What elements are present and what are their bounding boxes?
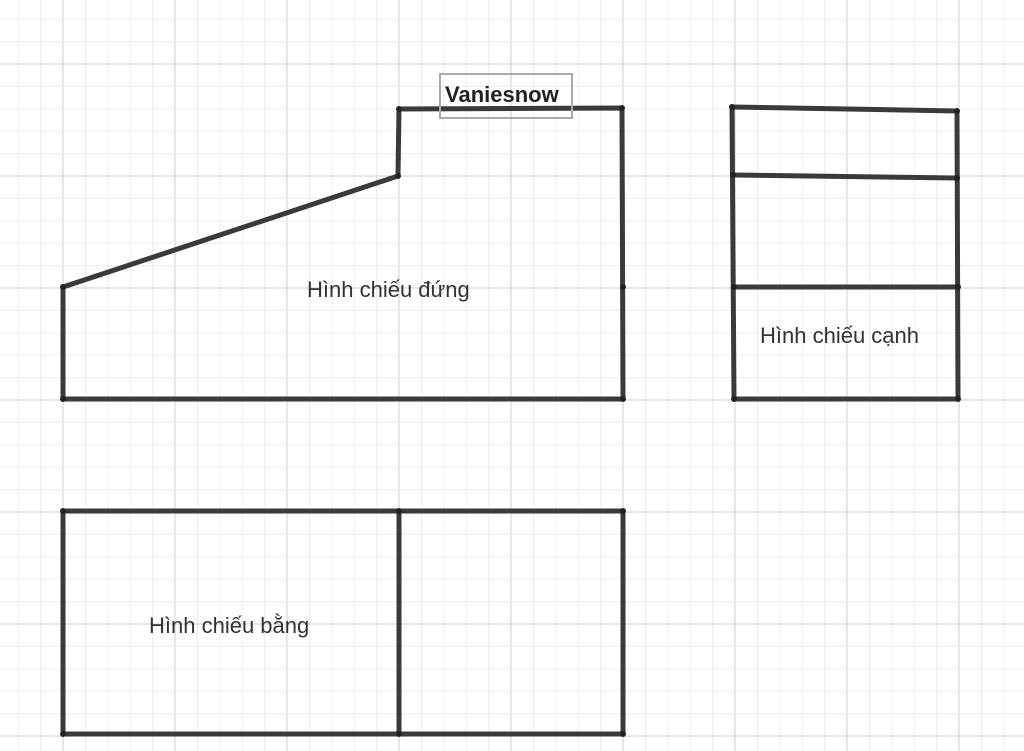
front-view-vertex bbox=[619, 105, 625, 111]
top-view-vertex bbox=[396, 731, 402, 737]
watermark-text: Vaniesnow bbox=[445, 82, 560, 107]
top-view-vertex bbox=[60, 731, 66, 737]
side-view-vertex bbox=[729, 104, 735, 110]
side-view-vertex bbox=[731, 284, 737, 290]
front-view-vertex bbox=[620, 284, 626, 290]
side-view-vertex bbox=[955, 396, 961, 402]
side-view: Hình chiếu cạnh bbox=[729, 104, 961, 402]
front-view-vertex bbox=[60, 284, 66, 290]
watermark-box bbox=[439, 73, 573, 119]
side-view-vertex bbox=[954, 175, 960, 181]
front-view-vertex bbox=[396, 106, 402, 112]
top-view-outline bbox=[60, 508, 626, 737]
side-view-vertex bbox=[730, 172, 736, 178]
top-view-vertex bbox=[620, 731, 626, 737]
top-view-vertex bbox=[620, 508, 626, 514]
front-view-vertex bbox=[60, 396, 66, 402]
side-view-vertex bbox=[954, 108, 960, 114]
front-view: Hình chiếu đứng bbox=[60, 105, 626, 402]
side-view-vertex bbox=[731, 396, 737, 402]
side-view-vertex bbox=[955, 284, 961, 290]
top-view: Hình chiếu bằng bbox=[60, 508, 626, 737]
top-view-vertex bbox=[60, 508, 66, 514]
top-view-label: Hình chiếu bằng bbox=[149, 613, 309, 638]
side-view-line-upper bbox=[730, 172, 960, 181]
watermark: Vaniesnow bbox=[439, 73, 573, 119]
front-view-vertex bbox=[620, 396, 626, 402]
side-view-label: Hình chiếu cạnh bbox=[760, 323, 919, 348]
front-view-label: Hình chiếu đứng bbox=[307, 277, 470, 302]
top-view-vertex bbox=[396, 508, 402, 514]
front-view-vertex bbox=[395, 173, 401, 179]
